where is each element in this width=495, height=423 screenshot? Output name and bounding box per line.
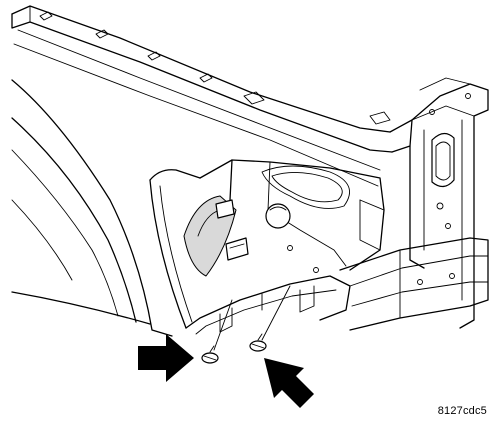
screw-right xyxy=(249,333,267,352)
lamp-opening xyxy=(183,159,385,277)
radiator-support xyxy=(389,77,489,329)
lower-bracket xyxy=(185,275,351,351)
fender-panel xyxy=(11,79,201,337)
screw-left xyxy=(201,345,219,364)
arrow-up-left-icon xyxy=(264,358,314,408)
bumper-beam xyxy=(339,237,489,331)
figure-code: 8127cdc5 xyxy=(437,405,487,417)
upper-rail xyxy=(11,5,393,187)
arrow-right-icon xyxy=(138,334,194,382)
